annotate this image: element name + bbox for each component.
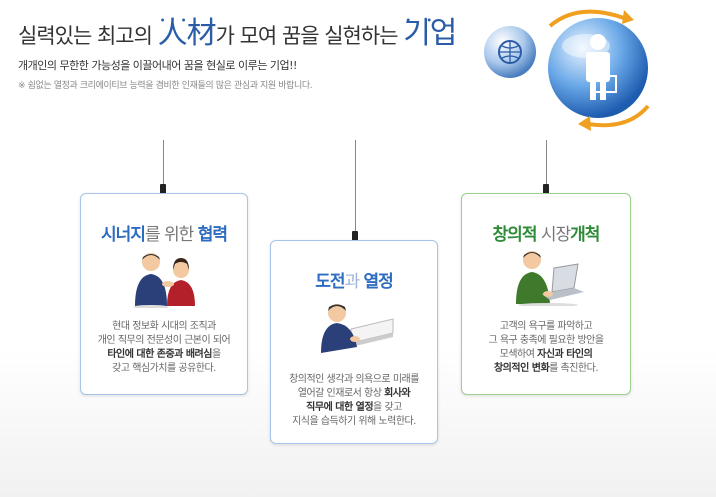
- headline-accent: 人材: [158, 16, 217, 51]
- handshake-people-icon: [133, 253, 195, 308]
- hanger-line-3: [546, 140, 547, 190]
- worker-with-paper-icon: [321, 304, 394, 353]
- card-creative: 창의적 시장개척 고객의 욕구를 파악하고 그 욕구 충족에 필요한 방안을 모…: [461, 193, 631, 395]
- clip-3: [543, 184, 549, 194]
- card-title: 시너지를 위한 협력: [101, 225, 228, 245]
- person-laptop-icon: [516, 251, 584, 306]
- card-body: 창의적인 생각과 의욕으로 미래를 열어갈 인재로서 항상 회사와 직무에 대한…: [289, 374, 419, 427]
- card-body: 현대 정보화 시대의 조직과 개인 직무의 전문성이 근본이 되어 타인에 대한…: [97, 321, 231, 374]
- hanger-line-1: [163, 140, 164, 190]
- people-globe-icon: [484, 9, 650, 131]
- note: ※ 쉼없는 열정과 크리에이티브 능력을 겸비한 인재들의 많은 관심과 지원 …: [18, 81, 313, 91]
- headline: 실력있는 최고의 人材가 모여 꿈을 실현하는 기업: [18, 14, 478, 56]
- clip-2: [352, 231, 358, 241]
- headline-dream: 꿈: [281, 24, 301, 48]
- card-synergy: 시너지를 위한 협력 현대 정보화 시대의 조직과 개인 직무의 전문성이 근본…: [80, 193, 248, 395]
- card-title: 창의적 시장개척: [492, 225, 601, 245]
- headline-pre: 실력있는 최고의: [18, 24, 158, 48]
- header: 실력있는 최고의 人材가 모여 꿈을 실현하는 기업: [18, 14, 478, 56]
- card-body: 고객의 욕구를 파악하고 그 욕구 충족에 필요한 방안을 모색하여 자신과 타…: [488, 321, 604, 374]
- clip-1: [160, 184, 166, 194]
- headline-mid: 가 모여: [215, 24, 282, 48]
- card-challenge: 도전과 열정 창의적인 생각과 의욕으로 미래를 열어갈 인재로서 항상 회사와…: [270, 240, 438, 444]
- headline-mid2: 을 실현하는: [300, 24, 404, 48]
- headline-end: 기업: [403, 16, 457, 51]
- subtitle: 개개인의 무한한 가능성을 이끌어내어 꿈을 현실로 이루는 기업!!: [18, 59, 297, 72]
- hanger-line-2: [355, 140, 356, 237]
- card-title: 도전과 열정: [315, 272, 394, 292]
